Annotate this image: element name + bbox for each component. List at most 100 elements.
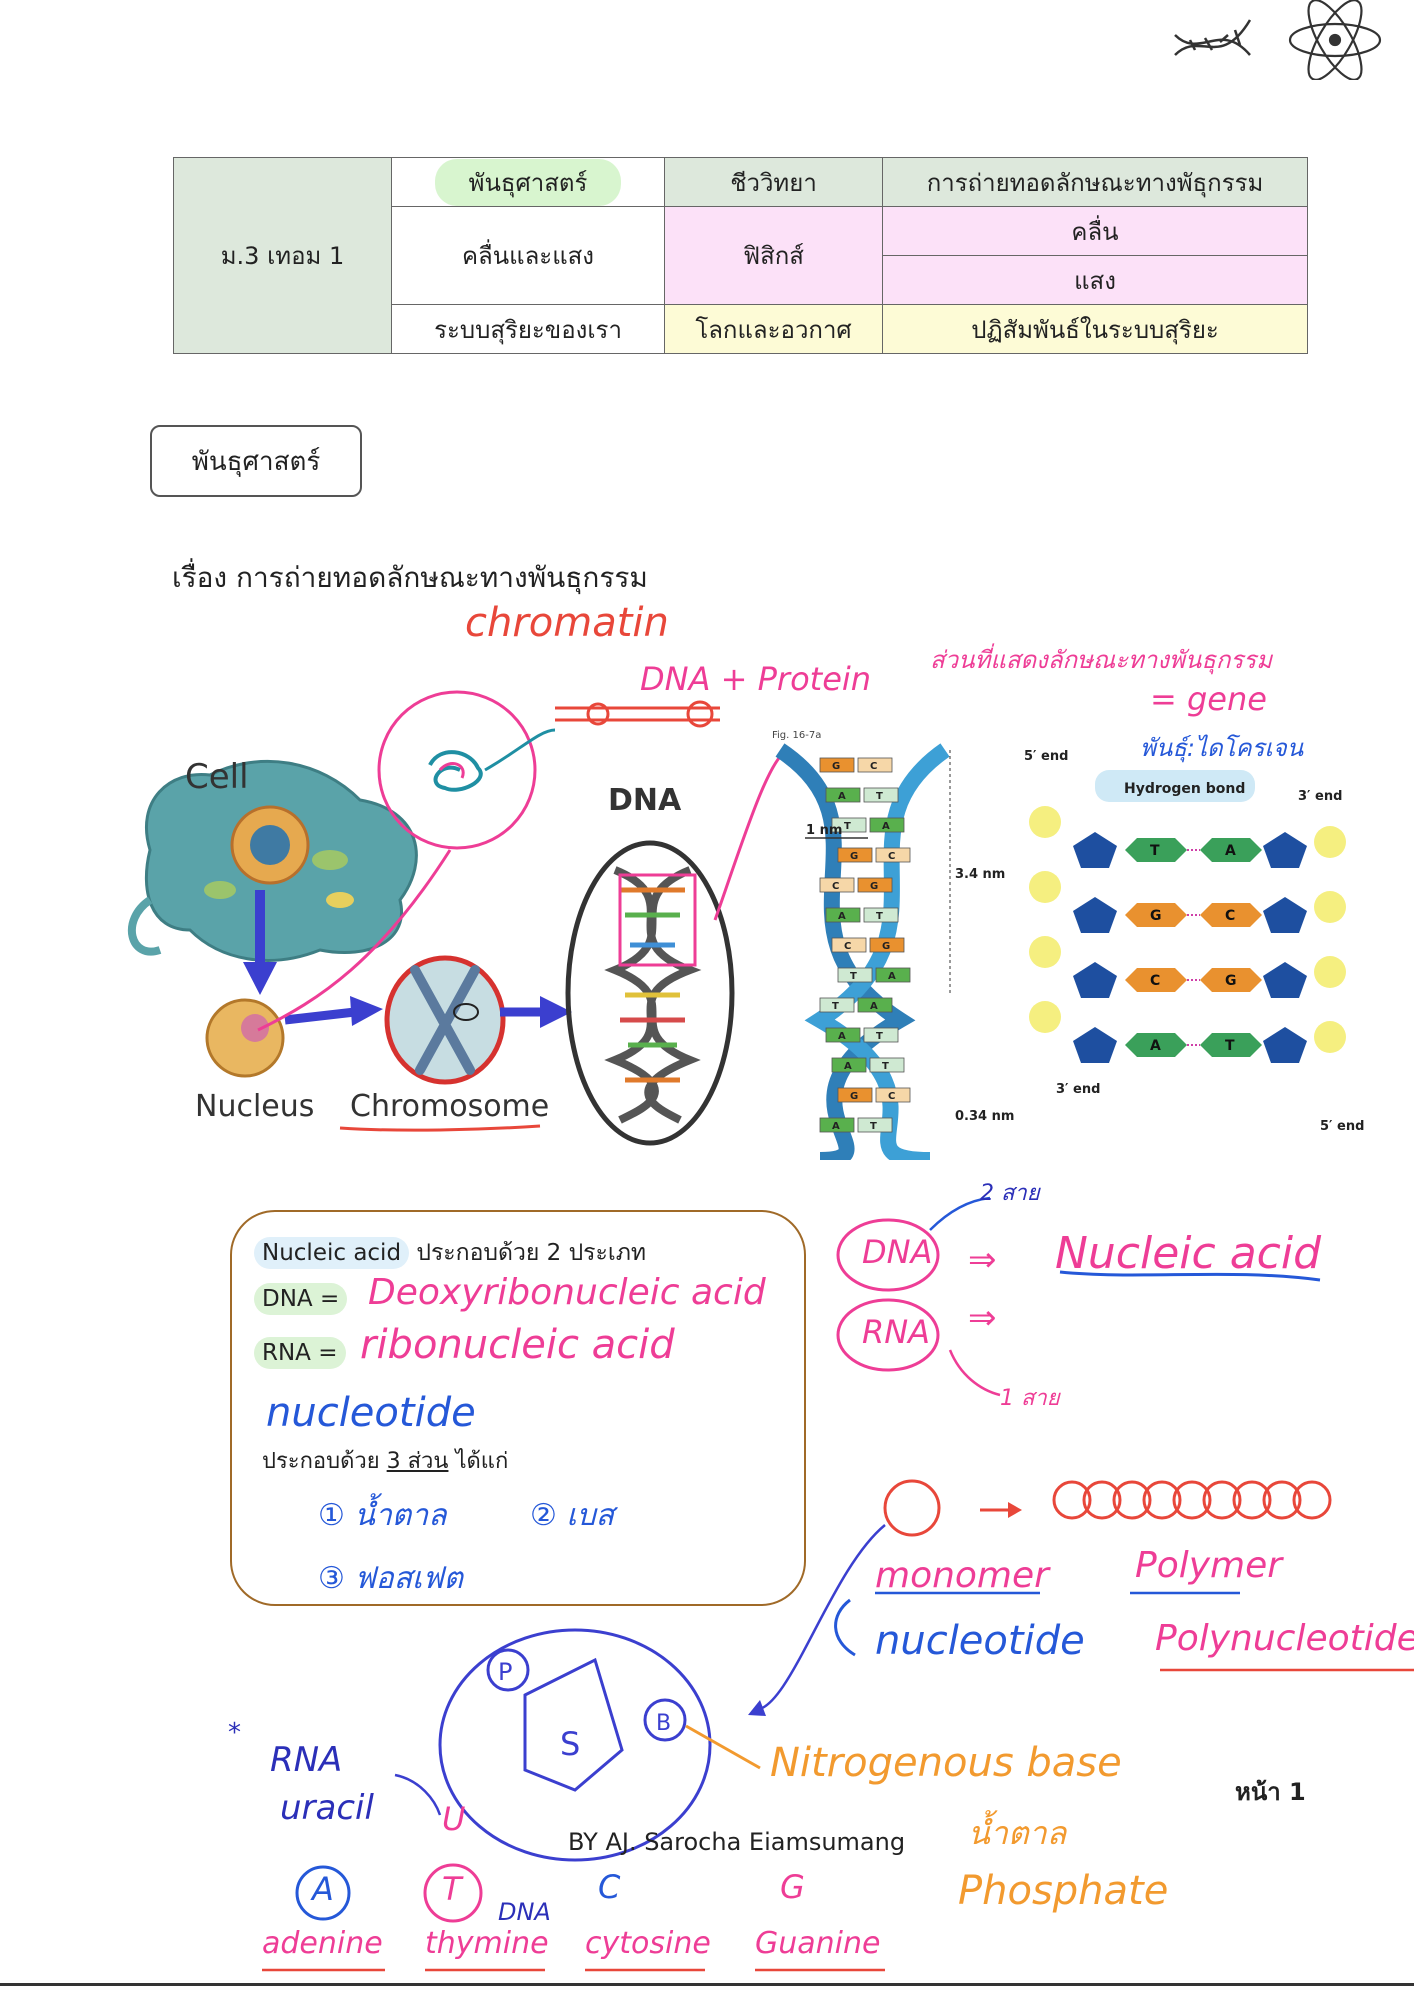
polymer-chain: [1052, 1480, 1332, 1520]
nucleotide-ladder-illustration: 5′ end 3′ end 3′ end 5′ end Hydrogen bon…: [1024, 749, 1364, 1134]
rna-circle-label: RNA: [862, 1313, 931, 1351]
base-letter: T: [1225, 1038, 1235, 1054]
page-number: หน้า 1: [1235, 1778, 1306, 1806]
base-letter: C: [1150, 973, 1160, 989]
section-tag: พันธุศาสตร์: [150, 425, 362, 497]
nucleic-line1: Nucleic acid ประกอบด้วย 2 ประเภท: [254, 1235, 646, 1271]
base-a: A: [312, 1870, 334, 1908]
base-tag: [863, 1027, 899, 1043]
nucleic-line1-text: ประกอบด้วย 2 ประเภท: [409, 1240, 647, 1266]
phosphate-icon: [1029, 871, 1061, 903]
polymer-unit-icon: [1232, 1480, 1272, 1520]
dna-atom-icons: [1174, 0, 1382, 80]
base-letter: T: [850, 971, 857, 982]
base-letter: T: [832, 1001, 839, 1012]
pointer-line: [713, 748, 791, 921]
base-letter: C: [888, 1091, 895, 1102]
polymer-unit-icon: [1292, 1480, 1332, 1520]
base-letter: G: [850, 1091, 858, 1102]
base-tag: [825, 907, 861, 923]
base-tag: [857, 877, 893, 893]
base-letter: A: [882, 821, 890, 832]
nucleus-label: Nucleus: [195, 1089, 314, 1124]
polynucleotide-note: Polynucleotide: [1155, 1618, 1414, 1659]
topic-cell: ปฏิสัมพันธ์ในระบบสุริยะ: [882, 304, 1308, 354]
polymer-unit-icon: [1172, 1480, 1212, 1520]
adenine-note: adenine: [262, 1926, 383, 1961]
base-letter: T: [844, 821, 851, 832]
rna-circle: [836, 1298, 940, 1372]
dna-small-note: DNA: [498, 1898, 551, 1926]
base-tag: [863, 787, 899, 803]
sugar-icon: [1073, 832, 1117, 868]
base-letter: G: [850, 851, 858, 862]
genetics-diagram: Cell Nucleus Chromosome DNA: [128, 690, 1364, 1160]
arrow-head-icon: [243, 962, 277, 995]
dna-icon: [1174, 19, 1252, 56]
base-tag: [819, 1117, 855, 1133]
phosphate-icon: [1029, 1001, 1061, 1033]
end-label: 3′ end: [1298, 789, 1342, 804]
subject-cell: โลกและอวกาศ: [664, 304, 883, 354]
item-sugar: ① น้ำตาล: [318, 1498, 447, 1533]
dna-ellipse-illustration: [565, 840, 735, 1146]
nitrogenous-base-icon: [1125, 838, 1187, 862]
atom-icon: [1288, 0, 1382, 80]
base-letter: G: [1150, 908, 1162, 924]
base-tag: [869, 937, 905, 953]
polymer-unit-icon: [1112, 1480, 1152, 1520]
thymine-note: thymine: [425, 1926, 549, 1961]
base-letter: A: [832, 1121, 840, 1132]
chromosome-underline: [339, 1124, 541, 1132]
dna-full-name: Deoxyribonucleic acid: [368, 1272, 766, 1313]
base-letter: G: [1225, 973, 1237, 989]
table-row: ระบบสุริยะของเรา โลกและอวกาศ ปฏิสัมพันธ์…: [174, 304, 1308, 354]
subject-cell: ชีววิทยา: [664, 157, 883, 207]
rna-full-name: ribonucleic acid: [360, 1322, 675, 1368]
nucleic-acid-note: Nucleic acid: [1055, 1228, 1321, 1279]
nitrogenous-base-icon: [1200, 838, 1262, 862]
base-letter: G: [870, 881, 878, 892]
fig-label: Fig. 16-7a: [772, 730, 821, 741]
gene-note: = gene: [1150, 680, 1267, 718]
hydrogen-bond-label: Hydrogen bond: [1124, 781, 1245, 797]
phosphate-icon: [1029, 936, 1061, 968]
nucleic-acid-box: [230, 1210, 806, 1606]
hydrogen-bond-box: [1095, 770, 1255, 802]
nitrogenous-base-icon: [1125, 1033, 1187, 1057]
pointer-line: [394, 1773, 442, 1816]
base-letter: T: [1150, 843, 1160, 859]
arrow-to-nucleic-rna: ⇒: [968, 1298, 997, 1338]
end-label: 5′ end: [1024, 749, 1068, 764]
topic-title: เรื่อง การถ่ายทอดลักษณะทางพันธุกรรม: [172, 561, 648, 594]
cytosine-note: cytosine: [585, 1926, 711, 1961]
monomer-circle: [883, 1479, 941, 1537]
author-credit: BY AJ. Sarocha Eiamsumang: [568, 1828, 906, 1856]
base-letter: A: [1150, 1038, 1161, 1054]
base-tag: [869, 817, 905, 833]
table-row: คลื่นและแสง ฟิสิกส์ คลื่น: [174, 206, 1308, 305]
pointer-line: [257, 849, 452, 1032]
chromosome-illustration: [384, 955, 506, 1085]
base-tag: [819, 757, 855, 773]
phosphate-icon: [1314, 826, 1346, 858]
composition-line: ประกอบด้วย 3 ส่วน ได้แก่: [262, 1449, 509, 1474]
base-letter: T: [876, 911, 883, 922]
dna-protein-note: DNA + Protein: [640, 660, 872, 698]
dna-label-box: DNA =: [254, 1283, 348, 1315]
table-row: ม.3 เทอม 1 พันธุศาสตร์ ชีววิทยา การถ่ายท…: [173, 157, 1308, 354]
nucleic-acid-underline: [1059, 1270, 1321, 1282]
polymer-unit-icon: [1142, 1480, 1182, 1520]
base-tag: [869, 1057, 905, 1073]
base-letter: C: [870, 761, 877, 772]
item-phosphate: ③ ฟอสเฟต: [318, 1561, 463, 1596]
unit-cell: ระบบสุริยะของเรา: [391, 304, 665, 354]
two-strands-note: 2 สาย: [980, 1181, 1040, 1206]
base-letter: A: [870, 1001, 878, 1012]
nitrogenous-base-icon: [1125, 903, 1187, 927]
sugar-icon: [1263, 962, 1307, 998]
base-tag: [831, 1057, 867, 1073]
base-tag: [857, 757, 893, 773]
base-letter: C: [844, 941, 851, 952]
